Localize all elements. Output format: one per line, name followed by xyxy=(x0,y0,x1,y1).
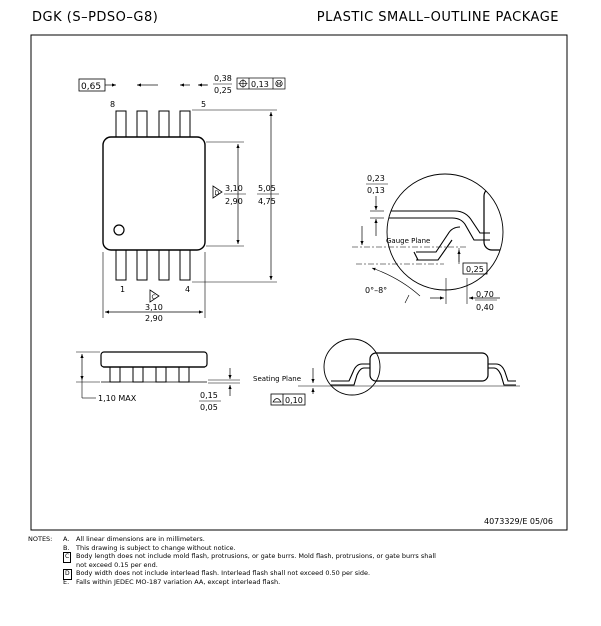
note-key: E. xyxy=(63,577,70,586)
note-text: Falls within JEDEC MO-187 variation AA, … xyxy=(76,577,281,586)
detail-circle xyxy=(386,173,504,291)
note-row: NOTES: A. All linear dimensions are in m… xyxy=(28,535,588,544)
position-tolerance: 0,13 xyxy=(251,80,269,89)
note-c-flag xyxy=(149,289,160,303)
lead xyxy=(178,366,190,383)
body-width-min: 2,90 xyxy=(225,197,243,206)
gauge-value: 0,25 xyxy=(466,265,484,274)
lead xyxy=(115,249,127,281)
standoff-min: 0,05 xyxy=(200,403,218,412)
note-row: D Body width does not include interlead … xyxy=(28,569,588,580)
pin-8-label: 8 xyxy=(110,100,115,109)
note-text: This drawing is subject to change withou… xyxy=(76,543,236,552)
lead xyxy=(109,366,121,383)
lead xyxy=(155,366,167,383)
package-body-side xyxy=(100,351,208,368)
package-body-top xyxy=(102,136,206,251)
lead xyxy=(158,249,170,281)
notes-block: NOTES: A. All linear dimensions are in m… xyxy=(28,535,588,586)
lead xyxy=(158,110,170,138)
lead xyxy=(179,110,191,138)
note-d-flag-icon: D xyxy=(63,569,72,580)
svg-text:C: C xyxy=(152,294,156,301)
note-d-flag xyxy=(212,185,223,199)
lead xyxy=(132,366,144,383)
note-key: B. xyxy=(63,543,70,552)
note-text: All linear dimensions are in millimeters… xyxy=(76,535,205,543)
note-c-flag-icon: C xyxy=(63,552,72,563)
lead-width-max: 0,38 xyxy=(214,74,232,83)
lead xyxy=(136,249,148,281)
coplanarity-value: 0,10 xyxy=(285,396,303,405)
detail-view: 0,23 0,13 Gauge Plane 0,25 0°–8° 0,70 0,… xyxy=(352,173,504,312)
body-length-min: 2,90 xyxy=(145,314,163,323)
max-height: 1,10 MAX xyxy=(98,394,137,403)
note-text: Body width does not include interlead fl… xyxy=(76,569,371,577)
pin-1-label: 1 xyxy=(120,285,125,294)
package-body-side-right xyxy=(369,352,489,382)
note-row: C Body length does not include mold flas… xyxy=(28,552,588,563)
top-view: 0,65 0,38 0,25 0,13 M 8 5 xyxy=(78,74,286,323)
body-length-max: 3,10 xyxy=(145,303,163,312)
detail-callout-circle xyxy=(323,338,381,396)
lead-width-min: 0,25 xyxy=(214,86,232,95)
side-view-left: 1,10 MAX 0,15 0,05 xyxy=(76,351,240,412)
overall-width-min: 4,75 xyxy=(258,197,276,206)
foot-length-min: 0,40 xyxy=(476,303,494,312)
svg-text:D: D xyxy=(215,190,220,197)
note-row: not exceed 0.15 per end. xyxy=(28,561,588,570)
pin-4-label: 4 xyxy=(185,285,190,294)
pin1-marker xyxy=(113,224,125,236)
package-title: PLASTIC SMALL–OUTLINE PACKAGE xyxy=(316,10,559,25)
overall-width-max: 5,05 xyxy=(258,184,276,193)
pitch-value: 0,65 xyxy=(81,82,101,92)
note-key: A. xyxy=(63,535,70,543)
seating-plane-label: Seating Plane xyxy=(253,375,301,383)
lead xyxy=(115,110,127,138)
position-tolerance-frame xyxy=(236,77,286,90)
side-view-right: Seating Plane 0,10 xyxy=(253,338,520,406)
drawing-id: 4073329/E 05/06 xyxy=(484,517,553,526)
notes-label: NOTES: xyxy=(28,535,53,543)
drawing-frame xyxy=(30,34,568,531)
pin-5-label: 5 xyxy=(201,100,206,109)
note-text: Body length does not include mold flash,… xyxy=(76,552,436,560)
gauge-plane-label: Gauge Plane xyxy=(386,237,430,245)
lead xyxy=(179,249,191,281)
note-row: E. Falls within JEDEC MO-187 variation A… xyxy=(28,578,588,587)
coplanarity-frame xyxy=(270,393,306,406)
note-text: not exceed 0.15 per end. xyxy=(76,560,158,569)
note-row: B. This drawing is subject to change wit… xyxy=(28,544,588,553)
gauge-box xyxy=(462,262,488,275)
standoff-max: 0,15 xyxy=(200,391,218,400)
mmc-icon xyxy=(275,79,283,88)
package-code: DGK (S–PDSO–G8) xyxy=(32,10,159,25)
svg-text:M: M xyxy=(277,82,282,88)
body-width-max: 3,10 xyxy=(225,184,243,193)
lead xyxy=(136,110,148,138)
lead-thick-max: 0,23 xyxy=(367,174,385,183)
profile-icon xyxy=(272,398,282,403)
lead-thick-min: 0,13 xyxy=(367,186,385,195)
foot-length-max: 0,70 xyxy=(476,290,494,299)
angle-value: 0°–8° xyxy=(365,286,387,295)
